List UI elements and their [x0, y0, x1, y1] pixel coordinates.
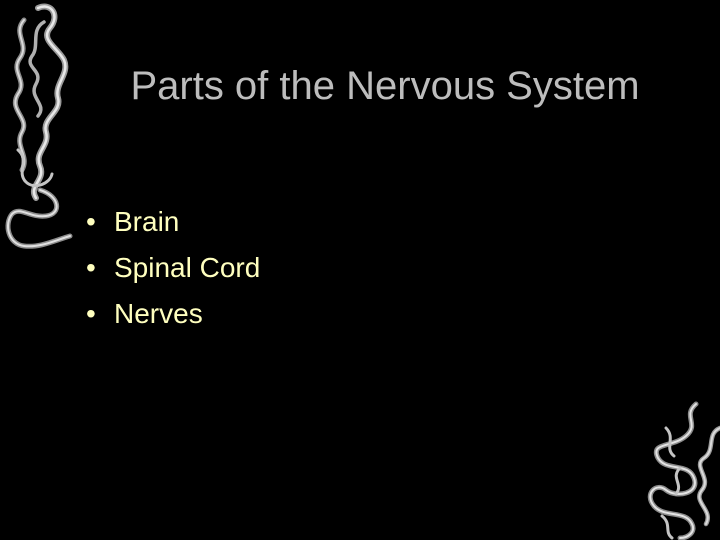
tangled-wire-decoration — [647, 401, 720, 540]
slide-title: Parts of the Nervous System — [130, 64, 640, 108]
bullet-marker: • — [86, 298, 96, 329]
bullet-text: Brain — [114, 206, 180, 237]
bullet-marker: • — [86, 252, 96, 283]
bullet-item-brain: • Brain — [86, 199, 260, 245]
bullet-text: Nerves — [114, 298, 203, 329]
bullet-list: • Brain • Spinal Cord • Nerves — [86, 199, 260, 337]
bullet-item-spinal-cord: • Spinal Cord — [86, 245, 260, 291]
bullet-text: Spinal Cord — [114, 252, 261, 283]
bullet-item-nerves: • Nerves — [86, 291, 260, 337]
bullet-marker: • — [86, 206, 96, 237]
coiled-wire-decoration — [5, 3, 73, 249]
